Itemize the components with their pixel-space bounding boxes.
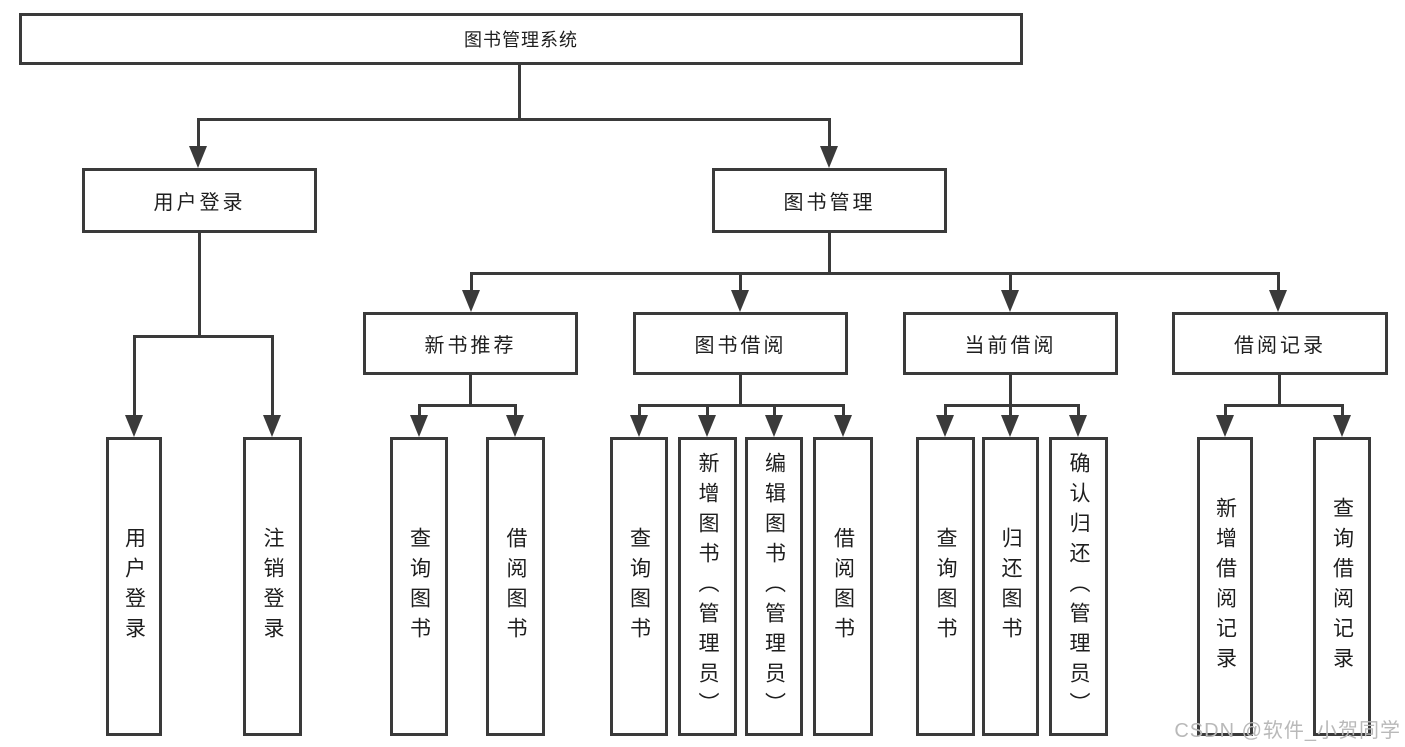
arrowhead-icon	[189, 146, 207, 168]
leaf-borrowing-query-books-label: 查询图书	[627, 526, 651, 647]
node-borrowing-records-label: 借阅记录	[1234, 335, 1326, 357]
connector-line	[1278, 373, 1281, 407]
node-new-book-recommendation-label: 新书推荐	[424, 335, 517, 357]
csdn-watermark: CSDN @软件_小贺同学	[1174, 720, 1401, 742]
leaf-logout-login-label: 注销登录	[261, 526, 284, 647]
node-book-management: 图书管理	[712, 168, 947, 233]
arrowhead-icon	[765, 415, 783, 437]
leaf-borrowing-edit-book-admin: 编辑图书（管理员）	[745, 437, 803, 736]
leaf-current-return-books: 归还图书	[982, 437, 1039, 736]
node-borrowing-records: 借阅记录	[1172, 312, 1388, 375]
node-book-borrowing-label: 图书借阅	[694, 335, 787, 357]
leaf-current-return-books-label: 归还图书	[999, 526, 1022, 647]
node-library-system-label: 图书管理系统	[464, 30, 578, 50]
arrowhead-icon	[698, 415, 716, 437]
node-new-book-recommendation: 新书推荐	[363, 312, 578, 375]
leaf-records-add-borrow-record: 新增借阅记录	[1197, 437, 1253, 736]
arrowhead-icon	[410, 415, 428, 437]
connector-line	[739, 272, 742, 292]
connector-line	[828, 118, 831, 148]
node-user-login-label: 用户登录	[153, 192, 246, 214]
leaf-newbook-query-books: 查询图书	[390, 437, 448, 736]
connector-line	[271, 335, 274, 417]
leaf-current-query-books: 查询图书	[916, 437, 975, 736]
leaf-borrowing-borrow-books: 借阅图书	[813, 437, 873, 736]
connector-line	[739, 373, 742, 407]
arrowhead-icon	[1069, 415, 1087, 437]
connector-line	[1224, 404, 1343, 407]
arrowhead-icon	[1001, 290, 1019, 312]
connector-line	[638, 404, 641, 418]
connector-line	[1341, 404, 1344, 418]
leaf-records-query-borrow-record-label: 查询借阅记录	[1330, 496, 1354, 677]
connector-line	[1277, 272, 1280, 292]
arrowhead-icon	[462, 290, 480, 312]
arrowhead-icon	[1216, 415, 1234, 437]
leaf-current-confirm-return-admin: 确认归还（管理员）	[1049, 437, 1108, 736]
arrowhead-icon	[731, 290, 749, 312]
leaf-records-add-borrow-record-label: 新增借阅记录	[1213, 496, 1237, 677]
connector-line	[418, 404, 421, 418]
connector-line	[197, 118, 831, 121]
connector-line	[518, 64, 521, 120]
connector-line	[1009, 404, 1012, 418]
connector-line	[1009, 272, 1012, 292]
connector-line	[638, 404, 844, 407]
leaf-newbook-borrow-books: 借阅图书	[486, 437, 545, 736]
node-book-borrowing: 图书借阅	[633, 312, 848, 375]
arrowhead-icon	[1001, 415, 1019, 437]
connector-line	[469, 373, 472, 407]
node-book-management-label: 图书管理	[783, 192, 876, 214]
connector-line	[828, 230, 831, 275]
arrowhead-icon	[820, 146, 838, 168]
arrowhead-icon	[125, 415, 143, 437]
leaf-user-login: 用户登录	[106, 437, 162, 736]
leaf-user-login-label: 用户登录	[122, 526, 146, 647]
connector-line	[1077, 404, 1080, 418]
arrowhead-icon	[936, 415, 954, 437]
connector-line	[842, 404, 845, 418]
leaf-borrowing-edit-book-admin-label: 编辑图书（管理员）	[762, 451, 786, 722]
leaf-current-confirm-return-admin-label: 确认归还（管理员）	[1067, 451, 1090, 722]
arrowhead-icon	[263, 415, 281, 437]
leaf-borrowing-add-book-admin: 新增图书（管理员）	[678, 437, 737, 736]
arrowhead-icon	[1269, 290, 1287, 312]
node-library-system: 图书管理系统	[19, 13, 1023, 65]
leaf-newbook-borrow-books-label: 借阅图书	[504, 526, 527, 647]
connector-line	[706, 404, 709, 418]
connector-line	[944, 404, 947, 418]
connector-line	[470, 272, 473, 292]
connector-line	[133, 335, 273, 338]
arrowhead-icon	[630, 415, 648, 437]
leaf-borrowing-query-books: 查询图书	[610, 437, 668, 736]
arrowhead-icon	[834, 415, 852, 437]
leaf-records-query-borrow-record: 查询借阅记录	[1313, 437, 1371, 736]
node-current-borrowing: 当前借阅	[903, 312, 1118, 375]
connector-line	[514, 404, 517, 418]
arrowhead-icon	[506, 415, 524, 437]
arrowhead-icon	[1333, 415, 1351, 437]
connector-line	[1224, 404, 1227, 418]
connector-line	[418, 404, 516, 407]
node-user-login: 用户登录	[82, 168, 317, 233]
connector-line	[197, 118, 200, 148]
leaf-borrowing-borrow-books-label: 借阅图书	[831, 526, 855, 647]
leaf-logout-login: 注销登录	[243, 437, 302, 736]
leaf-borrowing-add-book-admin-label: 新增图书（管理员）	[696, 451, 719, 722]
connector-line	[1009, 373, 1012, 407]
connector-line	[470, 272, 1280, 275]
connector-line	[133, 335, 136, 417]
connector-line	[773, 404, 776, 418]
connector-line	[198, 230, 201, 338]
leaf-newbook-query-books-label: 查询图书	[407, 526, 431, 647]
leaf-current-query-books-label: 查询图书	[934, 526, 957, 647]
node-current-borrowing-label: 当前借阅	[964, 335, 1057, 357]
